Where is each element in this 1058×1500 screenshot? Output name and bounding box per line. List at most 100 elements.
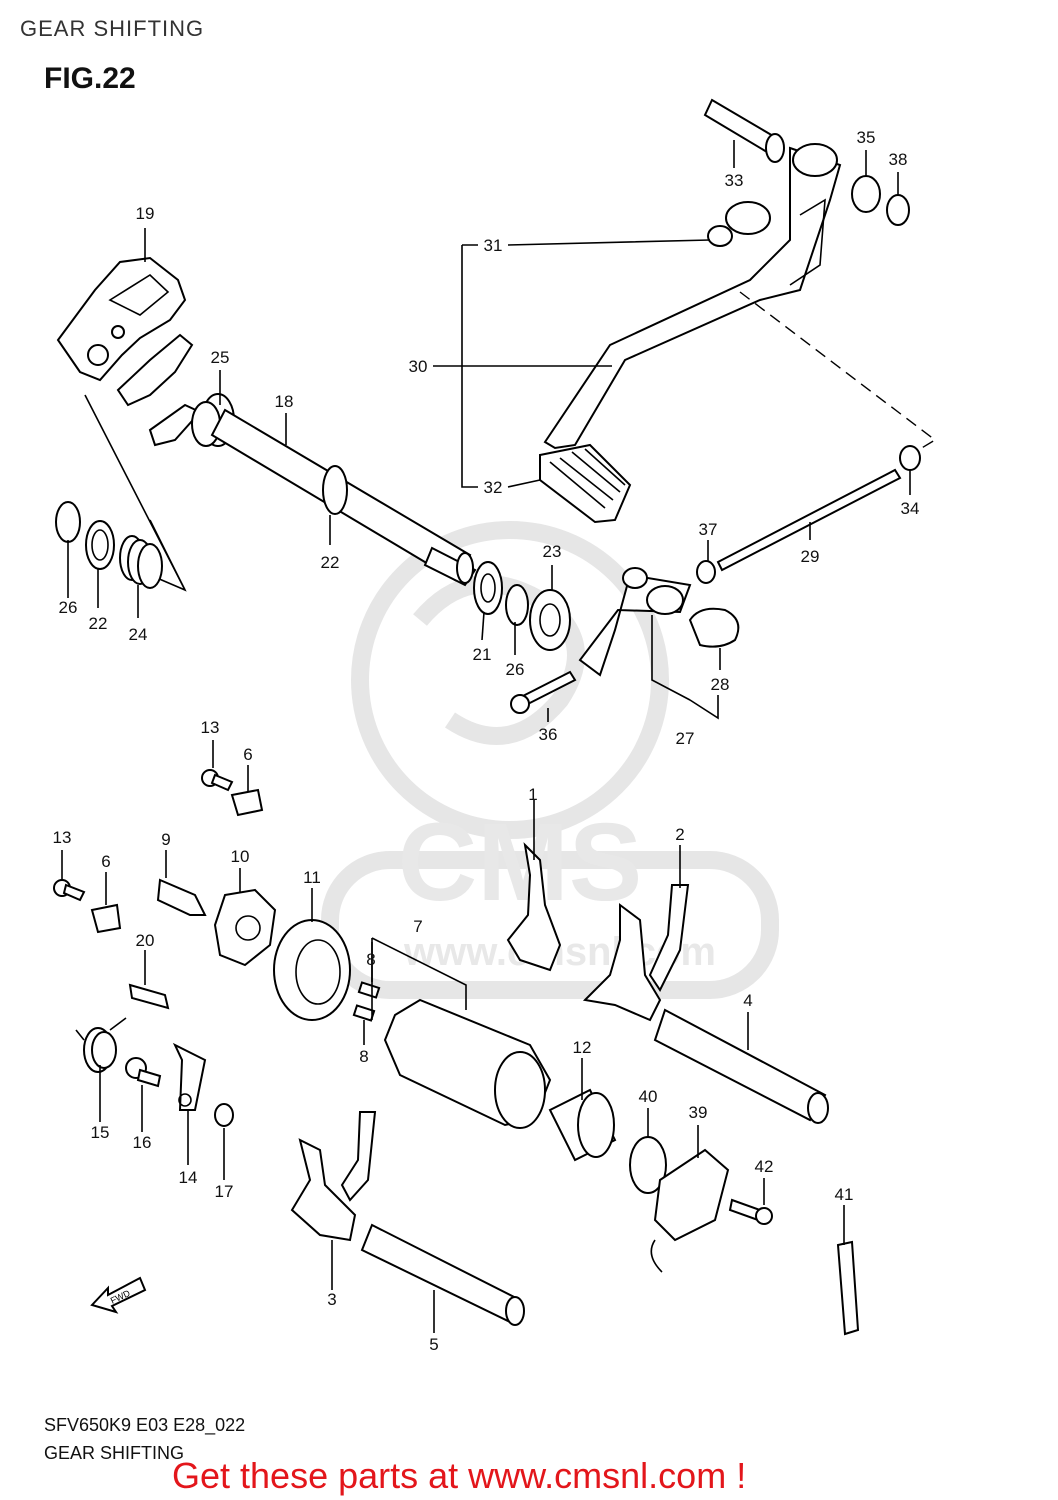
- callout-10: 10: [231, 847, 250, 866]
- part-29-tie-rod: [716, 468, 902, 572]
- callout-21: 21: [473, 645, 492, 664]
- callout-35: 35: [857, 128, 876, 147]
- callout-11: 11: [303, 868, 321, 887]
- part-42-bolt: [728, 1198, 773, 1225]
- part-7-gearshift-cam: [383, 998, 552, 1129]
- part-20-bolt: [128, 983, 170, 1010]
- callout-27: 27: [676, 729, 695, 748]
- part-31-bushing: [707, 201, 771, 247]
- part-37-nut: [696, 560, 716, 584]
- part-24-spring: [119, 535, 163, 589]
- part-41-clamp: [836, 1240, 860, 1336]
- callout-24: 24: [129, 625, 148, 644]
- part-26-circlip: [55, 501, 81, 543]
- callout-31: 31: [484, 236, 503, 255]
- part-18-gearshift-shaft: [210, 408, 477, 587]
- callout-labels: 1 2 3 4 5 6 6 8 8 7 9 10 11 12 13 13 14 …: [53, 128, 920, 1354]
- callout-13b: 13: [53, 828, 72, 847]
- part-3-fork: [290, 1111, 377, 1242]
- part-19-gearshift-arm: [56, 256, 187, 382]
- watermark-logo: CMS: [398, 801, 642, 924]
- part-13-bolt: [201, 769, 234, 792]
- callout-15: 15: [91, 1123, 110, 1142]
- part-16-bolt: [125, 1057, 162, 1088]
- diagram-code: SFV650K9 E03 E28_022: [44, 1415, 246, 1435]
- callout-1: 1: [528, 785, 537, 804]
- part-23-oil-seal: [529, 589, 571, 651]
- leader-lines: [61, 140, 911, 1333]
- part-10-cam-stopper: [213, 888, 277, 967]
- part-25-arm: [116, 333, 235, 447]
- fwd-arrow-icon: FWD: [90, 1276, 147, 1314]
- part-12-bearing: [548, 1088, 617, 1162]
- part-27-joint: [578, 567, 692, 677]
- part-34-nut: [899, 445, 921, 471]
- callout-20: 20: [136, 931, 155, 950]
- callout-2: 2: [675, 825, 684, 844]
- callout-19: 19: [136, 204, 155, 223]
- part-30-gearshift-lever: [543, 143, 842, 450]
- callout-38: 38: [889, 150, 908, 169]
- callout-4: 4: [743, 991, 752, 1010]
- part-22-washer: [85, 520, 115, 570]
- callout-23: 23: [543, 542, 562, 561]
- part-36-bolt: [510, 670, 577, 714]
- callout-6a: 6: [243, 745, 252, 764]
- callout-25: 25: [211, 348, 230, 367]
- callout-29: 29: [801, 547, 820, 566]
- callout-16: 16: [133, 1133, 152, 1152]
- callout-42: 42: [755, 1157, 774, 1176]
- part-17-washer: [214, 1103, 234, 1127]
- callout-26a: 26: [59, 598, 78, 617]
- figure-number: FIG.22: [44, 62, 136, 95]
- part-9-pin: [156, 878, 207, 916]
- callout-40: 40: [639, 1087, 658, 1106]
- part-21-washer: [473, 561, 503, 615]
- callout-30: 30: [409, 357, 428, 376]
- callout-22b: 22: [89, 614, 108, 633]
- callout-34: 34: [901, 499, 920, 518]
- callout-5: 5: [429, 1335, 438, 1354]
- callout-8b: 8: [359, 1047, 368, 1066]
- callout-8a: 8: [366, 950, 375, 969]
- callout-14: 14: [179, 1168, 198, 1187]
- part-35-washer: [851, 175, 881, 213]
- callout-12: 12: [573, 1038, 592, 1057]
- part-5-shaft: [360, 1223, 525, 1326]
- callout-9: 9: [161, 830, 170, 849]
- part-1-fork: [506, 842, 562, 972]
- part-13b-bolt: [53, 879, 86, 902]
- callout-22a: 22: [321, 553, 340, 572]
- callout-6b: 6: [101, 852, 110, 871]
- promo-link[interactable]: Get these parts at www.cmsnl.com !: [172, 1455, 747, 1496]
- callout-41: 41: [835, 1185, 854, 1204]
- part-39-gear-position-switch: [650, 1148, 730, 1273]
- part-26b-circlip: [505, 584, 529, 626]
- callout-39: 39: [689, 1103, 708, 1122]
- diagram-caption: GEAR SHIFTING: [44, 1443, 185, 1463]
- page-header-title: GEAR SHIFTING: [20, 16, 205, 41]
- callout-18: 18: [275, 392, 294, 411]
- callout-26b: 26: [506, 660, 525, 679]
- leader-30-dash: [739, 291, 937, 456]
- part-32-pedal-rubber: [539, 443, 632, 524]
- part-4-shaft: [653, 1008, 829, 1124]
- part-6-stopper: [230, 788, 264, 817]
- part-14-stopper-arm: [172, 1042, 207, 1111]
- part-2-fork: [582, 884, 690, 1022]
- callout-37: 37: [699, 520, 718, 539]
- callout-13a: 13: [201, 718, 220, 737]
- callout-32: 32: [484, 478, 503, 497]
- part-38-clip: [886, 194, 910, 226]
- part-11-bearing: [273, 919, 351, 1021]
- callout-17: 17: [215, 1182, 234, 1201]
- callout-3: 3: [327, 1290, 336, 1309]
- callout-36: 36: [539, 725, 558, 744]
- callout-7: 7: [413, 917, 422, 936]
- callout-28: 28: [711, 675, 730, 694]
- callout-33: 33: [725, 171, 744, 190]
- part-6b-stopper: [90, 903, 122, 934]
- part-15-spring: [75, 1017, 127, 1073]
- part-28-boot: [688, 607, 740, 648]
